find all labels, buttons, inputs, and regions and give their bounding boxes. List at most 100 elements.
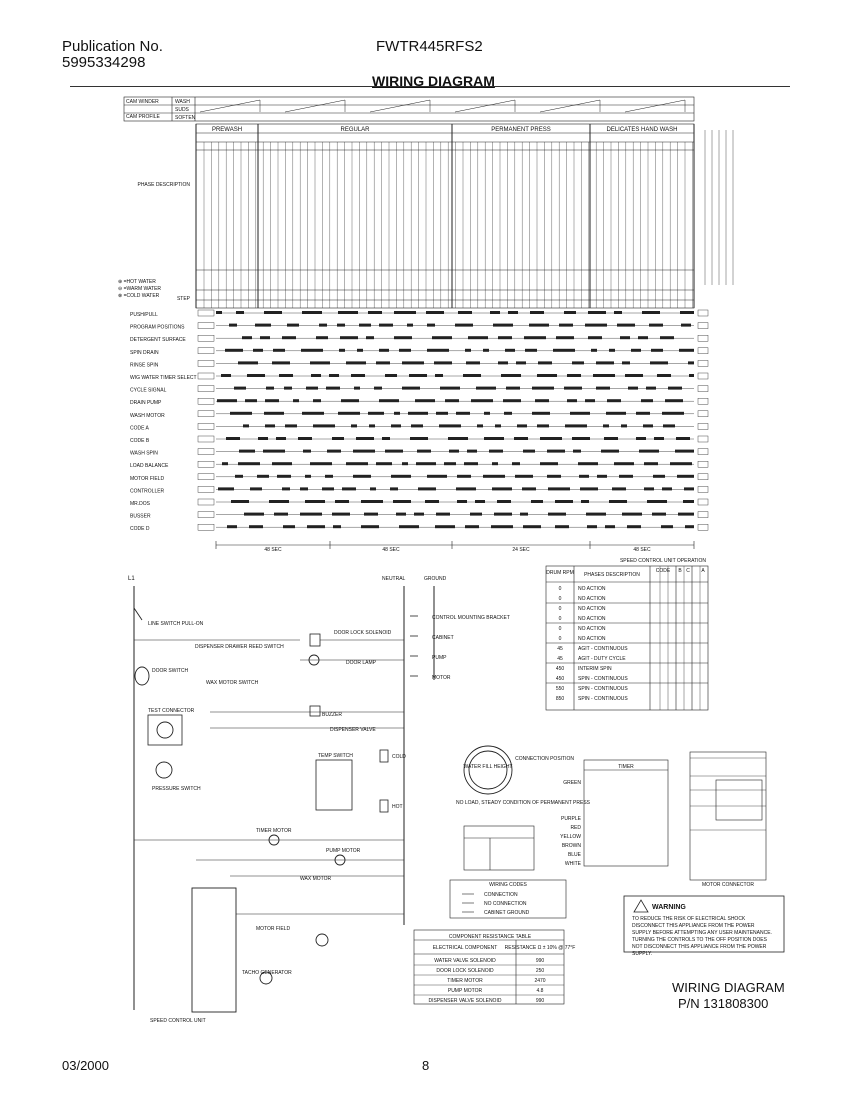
- wax-motor-label: WAX MOTOR: [300, 876, 332, 882]
- speed-rpm: 0: [559, 596, 562, 602]
- speed-phase: AGIT - CONTINUOUS: [578, 646, 628, 652]
- resistance-title: COMPONENT RESISTANCE TABLE: [449, 934, 532, 940]
- speed-rpm: 45: [557, 656, 563, 662]
- warning-text-line: SUPPLY.: [632, 951, 652, 957]
- resistance-component: DOOR LOCK SOLENOID: [436, 968, 494, 974]
- speed-header: PHASES DESCRIPTION: [584, 572, 640, 578]
- hot-water-legend: ⊕ =HOT WATER: [118, 279, 156, 285]
- speed-header: C: [686, 568, 690, 574]
- resistance-header: ELECTRICAL COMPONENT: [433, 945, 498, 951]
- section-label: DELICATES HAND WASH: [606, 127, 677, 133]
- wiring-code-label: CABINET GROUND: [484, 910, 530, 916]
- ground-label: GROUND: [424, 576, 447, 582]
- connection-position-label: CONNECTION POSITION: [515, 756, 574, 762]
- buzzer-label: BUZZER: [322, 712, 342, 718]
- neutral-label: NEUTRAL: [382, 576, 406, 582]
- wax-switch-label: WAX MOTOR SWITCH: [206, 680, 259, 686]
- speed-phase: NO ACTION: [578, 596, 606, 602]
- test-connector-label: TEST CONNECTOR: [148, 708, 195, 714]
- signal-row-label: DRAIN PUMP: [130, 400, 162, 406]
- timer-motor-label: TIMER MOTOR: [256, 828, 292, 834]
- page-title: WIRING DIAGRAM: [372, 73, 495, 89]
- step-label: STEP: [177, 296, 191, 302]
- speed-phase: NO ACTION: [578, 606, 606, 612]
- signal-row-label: MOTOR FIELD: [130, 476, 164, 482]
- resistance-component: WATER VALVE SOLENOID: [434, 958, 496, 964]
- publication-date: 03/2000: [62, 1058, 109, 1073]
- speed-header: B: [678, 568, 682, 574]
- wiring-code-label: CONNECTION: [484, 892, 518, 898]
- signal-row-label: MR.DOS: [130, 501, 151, 507]
- speed-rpm: 450: [556, 666, 565, 672]
- speed-rpm: 0: [559, 606, 562, 612]
- wire-color-label: BLUE: [568, 852, 582, 858]
- pump-motor-label: PUMP MOTOR: [326, 848, 361, 854]
- resistance-value: 990: [536, 958, 545, 964]
- speed-phase: NO ACTION: [578, 636, 606, 642]
- signal-row-label: PUSH/PULL: [130, 312, 158, 318]
- time-label: 48 SEC: [264, 547, 282, 553]
- warning-text-line: NOT DISCONNECT THIS APPLIANCE FROM THE P…: [632, 944, 767, 950]
- warning-text-line: TURNING THE CONTROLS TO THE OFF POSITION…: [632, 937, 768, 943]
- speed-phase: SPIN - CONTINUOUS: [578, 686, 628, 692]
- cam-row-label: WASH: [175, 99, 190, 105]
- warning-text-line: DISCONNECT THIS APPLIANCE FROM THE POWER: [632, 923, 755, 929]
- time-label: 48 SEC: [382, 547, 400, 553]
- cam-profile-label: CAM PROFILE: [126, 114, 161, 120]
- speed-rpm: 0: [559, 626, 562, 632]
- speed-phase: INTERIM SPIN: [578, 666, 612, 672]
- signal-row-label: LOAD BALANCE: [130, 463, 169, 469]
- cold-water-legend: ⊗ =COLD WATER: [118, 293, 160, 299]
- resistance-value: 4.8: [537, 988, 544, 994]
- section-label: REGULAR: [340, 127, 370, 133]
- warning-text-line: SUPPLY BEFORE ATTEMPTING ANY USER MAINTE…: [632, 930, 772, 936]
- dispenser-valve-label: DISPENSER VALVE: [330, 727, 376, 733]
- temp-switch-label: TEMP SWITCH: [318, 753, 353, 759]
- wire-color-label: WHITE: [565, 861, 582, 867]
- speed-phase: NO ACTION: [578, 616, 606, 622]
- signal-row-label: RINSE SPIN: [130, 362, 159, 368]
- resistance-value: 2470: [534, 978, 545, 984]
- warm-water-legend: ⊖ =WARM WATER: [118, 286, 161, 292]
- publication-number: 5995334298: [62, 54, 146, 71]
- speed-phase: SPIN - CONTINUOUS: [578, 696, 628, 702]
- signal-row-label: CODE A: [130, 425, 150, 431]
- signal-row-label: WASH MOTOR: [130, 413, 165, 419]
- tacho-label: TACHO GENERATOR: [242, 970, 292, 976]
- door-lamp-label: DOOR LAMP: [346, 660, 377, 666]
- signal-row-label: WIG WATER TIMER SELECT: [130, 375, 197, 381]
- model-number: FWTR445RFS2: [376, 38, 483, 55]
- door-lock-label: DOOR LOCK SOLENOID: [334, 630, 392, 636]
- speed-rpm: 45: [557, 646, 563, 652]
- motor-connector-label: MOTOR CONNECTOR: [702, 882, 754, 888]
- part-number: P/N 131808300: [678, 996, 769, 1011]
- speed-rpm: 850: [556, 696, 565, 702]
- timer-chart-grid: [123, 96, 734, 549]
- resistance-value: 250: [536, 968, 545, 974]
- signal-row-label: CONTROLLER: [130, 488, 165, 494]
- ground-item-label: CONTROL MOUNTING BRACKET: [432, 615, 510, 621]
- phase-desc-label: PHASE DESCRIPTION: [137, 182, 190, 188]
- time-label: 48 SEC: [633, 547, 651, 553]
- speed-header: A: [701, 568, 705, 574]
- cam-winder-label: CAM WINDER: [126, 99, 159, 105]
- cold-label: COLD: [392, 754, 406, 760]
- speed-phase: AGIT - DUTY CYCLE: [578, 656, 626, 662]
- tables: [413, 565, 785, 1005]
- speed-control-label: SPEED CONTROL UNIT: [150, 1018, 206, 1024]
- schematic: [133, 586, 513, 1013]
- wiring-codes-title: WIRING CODES: [489, 882, 527, 888]
- signal-row-label: WASH SPIN: [130, 451, 158, 457]
- wire-color-label: GREEN: [563, 780, 581, 786]
- signal-row-label: SPIN DRAIN: [130, 350, 159, 356]
- dispenser-drawer-label: DISPENSER DRAWER REED SWITCH: [195, 644, 284, 650]
- signal-row-label: CYCLE SIGNAL: [130, 388, 167, 394]
- speed-table-title: SPEED CONTROL UNIT OPERATION: [620, 558, 706, 564]
- resistance-header: RESISTANCE Ω ± 10% @ 77°F: [505, 945, 576, 951]
- motor-field-label: MOTOR FIELD: [256, 926, 290, 932]
- section-label: PERMANENT PRESS: [491, 127, 551, 133]
